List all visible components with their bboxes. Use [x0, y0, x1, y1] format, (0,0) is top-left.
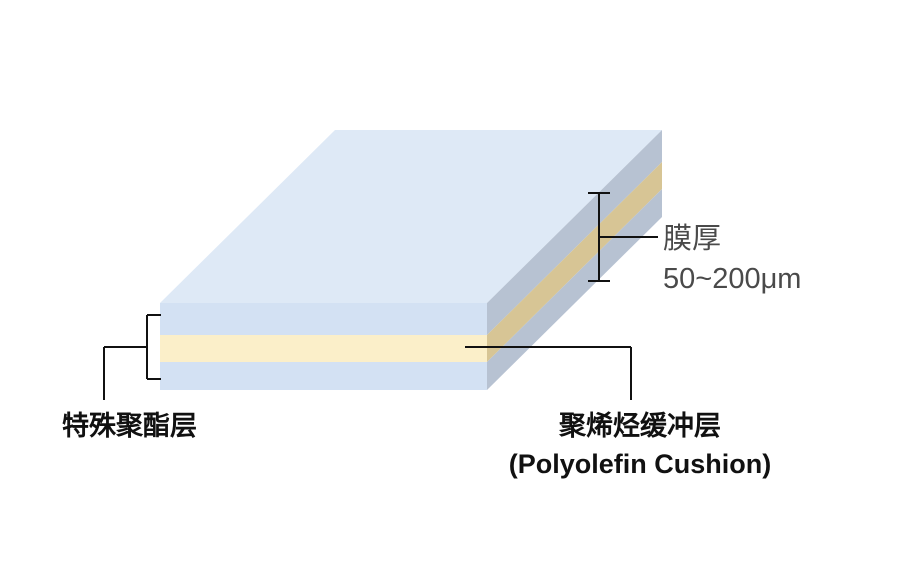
front-polyester-top-layer [160, 303, 487, 335]
slab [160, 130, 662, 390]
front-polyester-bottom-layer [160, 362, 487, 390]
thickness-annotation-line1: 膜厚 [663, 223, 722, 255]
cushion-layer-label-zh: 聚烯烃缓冲层 [559, 411, 721, 441]
side-cushion-layer [487, 162, 662, 362]
thickness-annotation-line2: 50~200μm [663, 263, 802, 295]
side-polyester-bottom-layer [487, 189, 662, 390]
cushion-layer-label: 聚烯烃缓冲层 (Polyolefin Cushion) [509, 407, 772, 483]
front-cushion-layer [160, 335, 487, 362]
leader-lines [103, 192, 658, 400]
thickness-annotation: 膜厚 50~200μm [663, 219, 801, 299]
polyester-layer-label: 特殊聚酯层 [62, 411, 197, 441]
side-polyester-top-layer [487, 130, 662, 335]
slab-top-face [160, 130, 662, 303]
cushion-layer-label-en: (Polyolefin Cushion) [508, 449, 772, 479]
